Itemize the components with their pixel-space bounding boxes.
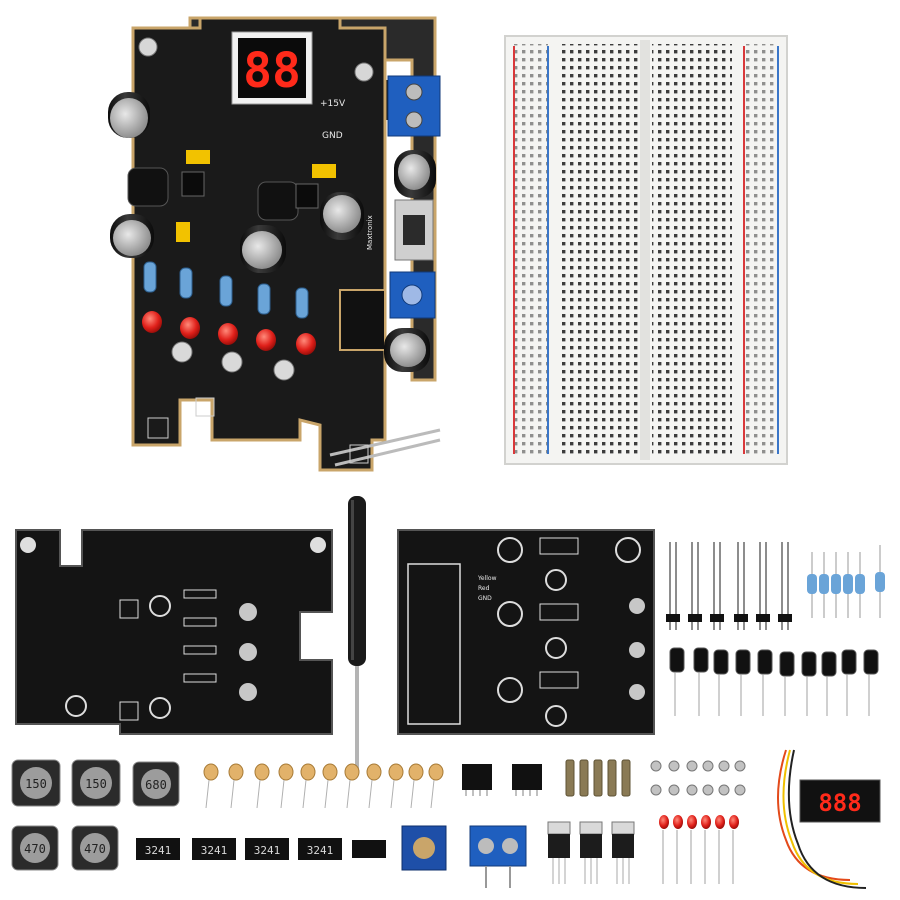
capacitor: [320, 192, 364, 240]
inductor: 470: [11, 825, 59, 871]
svg-text:470: 470: [24, 842, 46, 856]
svg-text:150: 150: [25, 777, 47, 791]
capacitor: [110, 214, 154, 258]
resistor-pack: 3241: [192, 838, 236, 860]
inductor: 680: [132, 761, 180, 807]
resistor-pack: 3241: [136, 838, 180, 860]
standoffs: [565, 759, 631, 797]
seven-segment-display: 88: [231, 31, 313, 105]
capacitor: [384, 328, 430, 372]
svg-text:150: 150: [85, 777, 107, 791]
inductor: 470: [71, 825, 119, 871]
breadboard: [504, 35, 788, 465]
brand-label: Maxtronix: [366, 215, 374, 250]
capacitor: [108, 92, 150, 138]
display-digits: 88: [243, 43, 301, 99]
voltage-regulators: [547, 821, 635, 884]
assembled-power-supply-board: 88 +15V GND Maxtronix: [108, 16, 441, 472]
board-label-yellow: Yellow: [477, 575, 497, 582]
svg-text:3241: 3241: [254, 844, 281, 857]
output-pads: [171, 341, 295, 381]
svg-text:3241: 3241: [307, 844, 334, 857]
loose-leds: [659, 815, 739, 884]
svg-text:680: 680: [145, 778, 167, 792]
mini-voltmeter: 888: [777, 749, 881, 889]
capacitor: [240, 225, 286, 273]
ic-chip: [512, 764, 542, 796]
screws: [650, 760, 746, 796]
screw-terminal-top: [387, 75, 441, 137]
board-label-red: Red: [478, 585, 490, 592]
potentiometer-blue: [389, 271, 436, 319]
resistor-pack: 3241: [245, 838, 289, 860]
ic-chip: [462, 764, 492, 796]
inductor: 150: [11, 759, 61, 807]
screwdriver: [348, 496, 366, 770]
gnd-label: GND: [322, 131, 343, 141]
resistor-row: [143, 261, 309, 319]
terminal-block: [469, 825, 527, 888]
resistor-pack: 3241: [298, 838, 342, 860]
capacitor: [394, 150, 436, 198]
svg-text:3241: 3241: [145, 844, 172, 857]
diode: [352, 840, 386, 858]
loose-resistors: [807, 545, 885, 618]
led-row: [142, 311, 316, 355]
trimmer-potentiometer: [401, 825, 447, 871]
mini-display-digits: 888: [818, 789, 861, 817]
inductor: 150: [71, 759, 121, 807]
header-pins: [666, 542, 792, 630]
vout-label: +15V: [320, 99, 346, 109]
bare-pcb-back: Yellow Red GND: [397, 529, 655, 735]
svg-text:470: 470: [84, 842, 106, 856]
board-label-gnd: GND: [478, 595, 492, 602]
bare-pcb-front: [15, 529, 333, 735]
ceramic-capacitors: [203, 763, 444, 809]
svg-text:3241: 3241: [201, 844, 228, 857]
small-capacitors: [669, 647, 879, 716]
